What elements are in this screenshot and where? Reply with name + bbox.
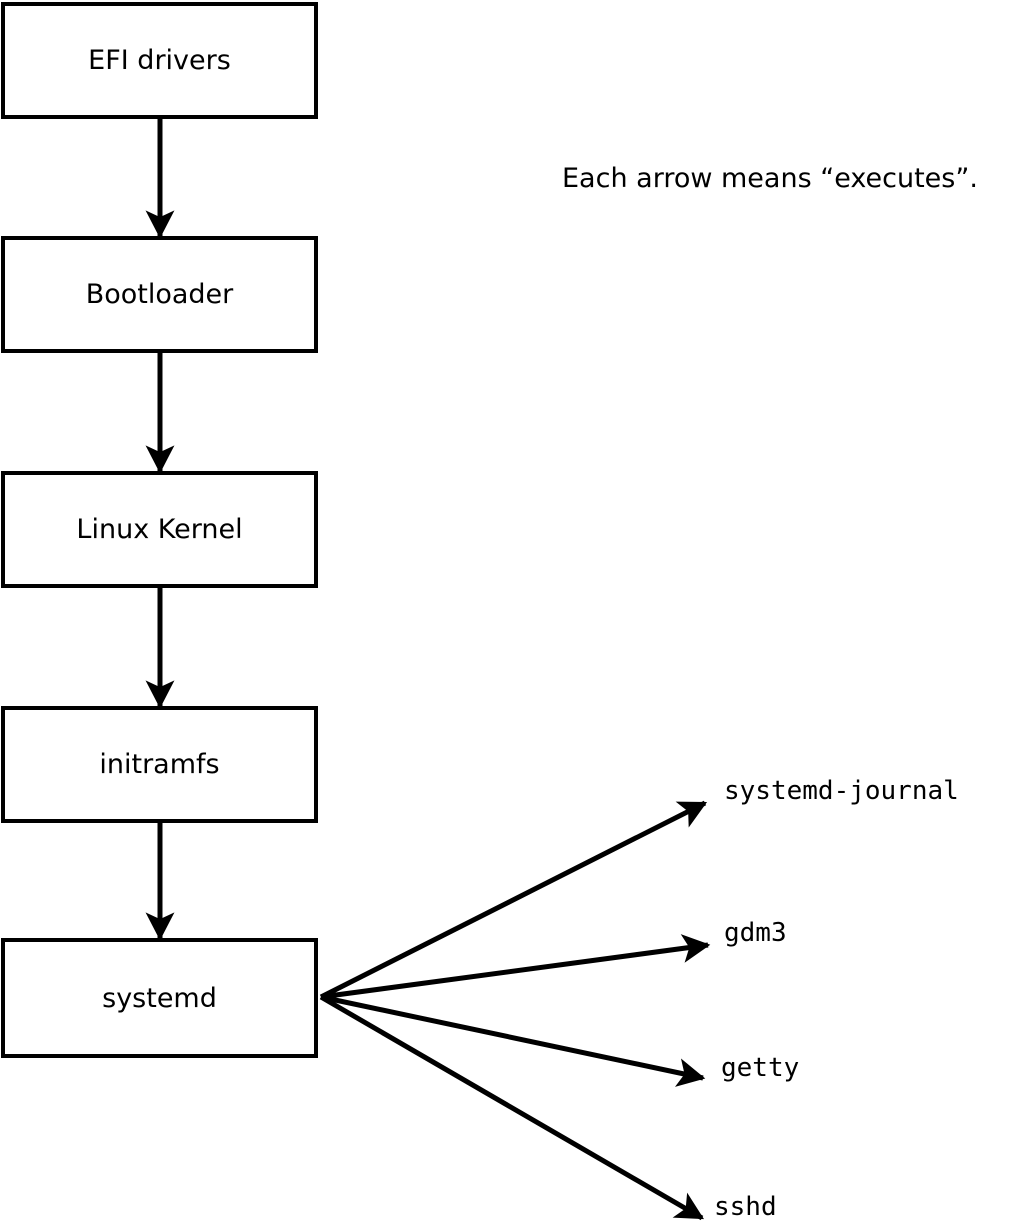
- arrow-systemd-to-sshd: [319, 994, 705, 1221]
- leaf-label-getty: getty: [721, 1053, 800, 1083]
- node-box-linux-kernel[interactable]: Linux Kernel: [1, 471, 318, 588]
- node-label-systemd: systemd: [102, 982, 217, 1014]
- fanout-arrow-group: [319, 800, 711, 1221]
- arrow-systemd-to-gdm3: [320, 934, 711, 1000]
- node-label-efi-drivers: EFI drivers: [88, 45, 231, 76]
- leaf-label-sshd: sshd: [714, 1192, 777, 1222]
- node-label-initramfs: initramfs: [99, 749, 220, 780]
- legend-annotation: Each arrow means “executes”.: [562, 163, 978, 194]
- node-box-initramfs[interactable]: initramfs: [1, 706, 318, 823]
- leaf-label-systemd-journal: systemd-journal: [724, 776, 959, 806]
- node-box-efi-drivers[interactable]: EFI drivers: [1, 2, 318, 119]
- node-label-linux-kernel: Linux Kernel: [76, 514, 243, 545]
- arrow-systemd-to-getty: [320, 994, 706, 1087]
- node-box-systemd[interactable]: systemd: [1, 938, 318, 1058]
- node-label-bootloader: Bootloader: [85, 279, 234, 310]
- leaf-label-gdm3: gdm3: [724, 918, 787, 948]
- node-box-bootloader[interactable]: Bootloader: [1, 236, 318, 353]
- arrow-systemd-to-systemd-journal: [319, 800, 708, 1000]
